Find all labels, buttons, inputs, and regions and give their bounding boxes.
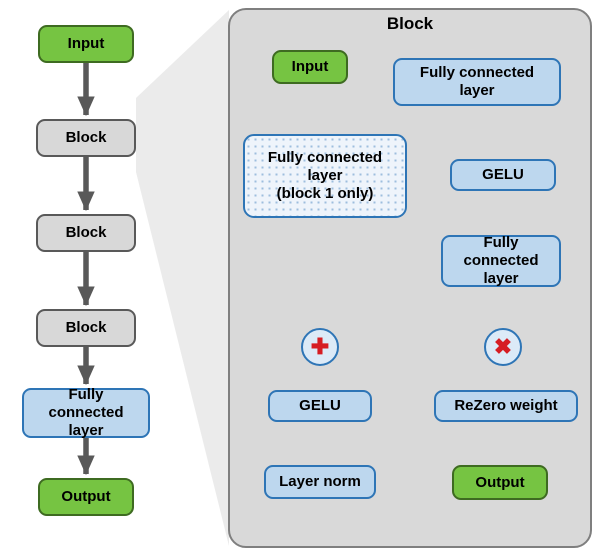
left-block2-node: Block (36, 214, 136, 252)
zoom-funnel (136, 10, 229, 546)
fc-block1-line2: (block 1 only) (276, 184, 374, 202)
left-block3-node: Block (36, 309, 136, 347)
panel-input-node: Input (272, 50, 348, 84)
panel-output-node: Output (452, 465, 548, 500)
panel-gelu-left-node: GELU (268, 390, 372, 422)
panel-gelu-right-node: GELU (450, 159, 556, 191)
panel-layernorm-node: Layer norm (264, 465, 376, 499)
left-block1-node: Block (36, 119, 136, 157)
panel-fc-block1-node: Fully connected layer (block 1 only) (243, 134, 407, 218)
add-node: ✚ (301, 328, 339, 366)
panel-title: Block (386, 14, 434, 33)
fc-block1-line1: Fully connected layer (267, 149, 383, 185)
left-output-node: Output (38, 478, 134, 516)
panel-fc-top-node: Fully connected layer (393, 58, 561, 106)
panel-fc-right-node: Fully connected layer (441, 234, 561, 287)
left-fc-node: Fully connected layer (22, 386, 150, 439)
multiply-node: ✖ (484, 328, 522, 366)
left-input-node: Input (38, 25, 134, 63)
panel-rezero-node: ReZero weight (434, 390, 578, 422)
